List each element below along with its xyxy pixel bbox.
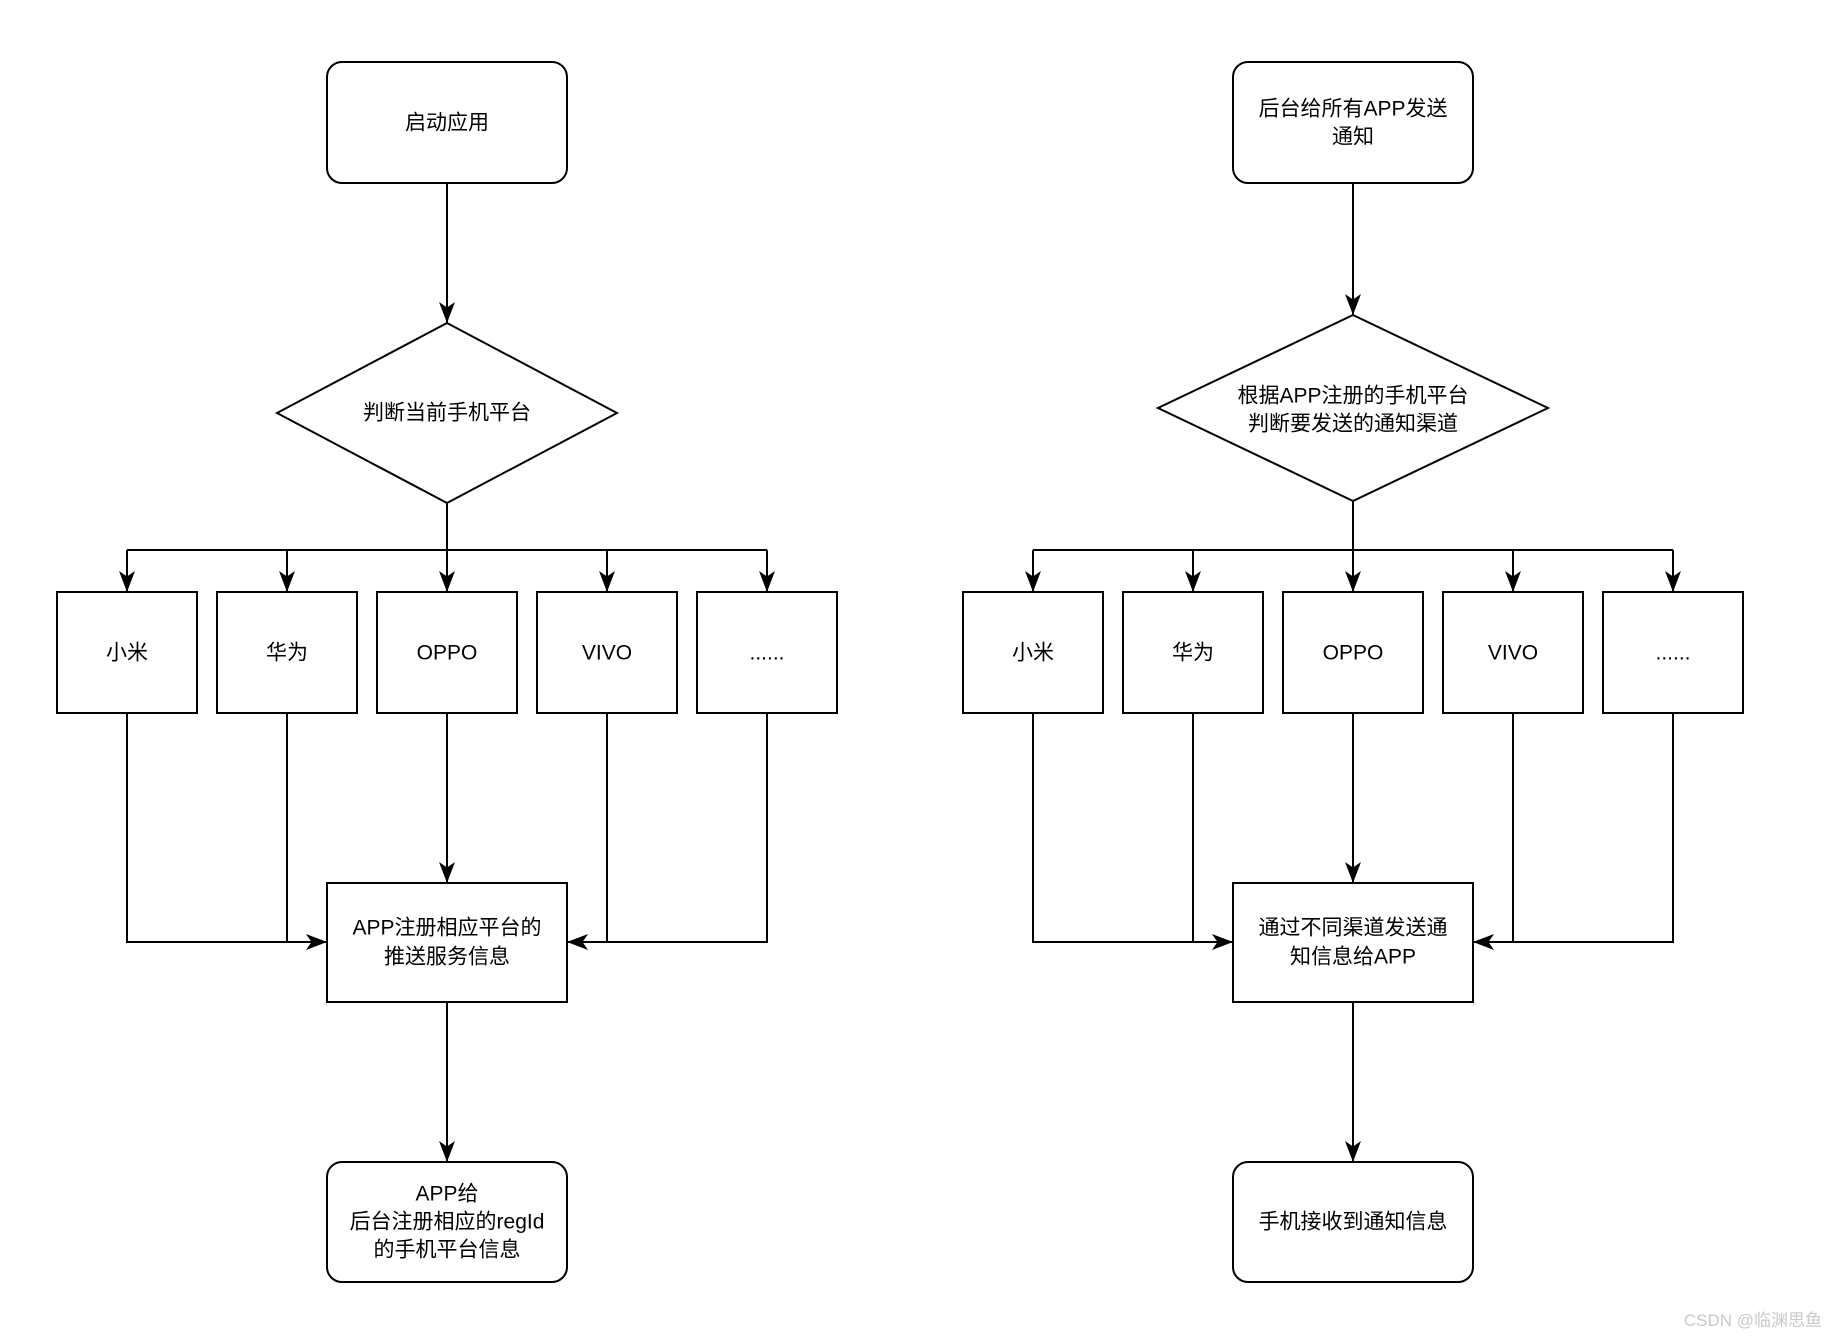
left-result-label-line2: 后台注册相应的regId <box>350 1211 545 1234</box>
left-platform-label-oppo: OPPO <box>417 642 478 665</box>
left-decision-label: 判断当前手机平台 <box>363 402 531 425</box>
right-decision-label-line1: 根据APP注册的手机平台 <box>1237 385 1468 408</box>
right-start-label-line2: 通知 <box>1332 126 1374 149</box>
right-platform-label-xiaomi: 小米 <box>1012 642 1054 665</box>
left-edge-xiaomi-to-register <box>126 713 327 950</box>
left-start-label: 启动应用 <box>405 112 489 135</box>
right-platform-label-huawei: 华为 <box>1172 642 1214 665</box>
left-edge-others-to-register <box>567 713 768 950</box>
right-receive-node <box>1232 1161 1474 1283</box>
right-start-node <box>1232 61 1474 184</box>
right-platform-label-vivo: VIVO <box>1488 642 1538 665</box>
left-flowchart: 启动应用 判断当前手机平台 小米 华为 OPPO VIVO ...... <box>56 61 838 1283</box>
csdn-watermark: CSDN @临渊思鱼 <box>1684 1311 1822 1330</box>
right-flowchart: 后台给所有APP发送 通知 根据APP注册的手机平台 判断要发送的通知渠道 小米… <box>962 61 1744 1283</box>
left-result-label-line1: APP给 <box>415 1183 478 1206</box>
left-result-label-line3: 的手机平台信息 <box>374 1239 521 1262</box>
right-send-label-line1: 通过不同渠道发送通 <box>1259 917 1448 940</box>
left-platform-box-oppo <box>376 591 518 714</box>
right-platform-label-others: ...... <box>1655 642 1690 665</box>
left-platform-label-others: ...... <box>749 642 784 665</box>
right-receive-label: 手机接收到通知信息 <box>1259 1211 1448 1234</box>
right-platform-label-oppo: OPPO <box>1323 642 1384 665</box>
left-platform-box-vivo <box>536 591 678 714</box>
right-platform-box-others <box>1602 591 1744 714</box>
right-edge-others-to-send <box>1473 713 1674 950</box>
left-register-node <box>326 882 568 1003</box>
left-platform-label-xiaomi: 小米 <box>106 642 148 665</box>
left-platform-box-xiaomi <box>56 591 198 714</box>
right-platform-box-huawei <box>1122 591 1264 714</box>
right-start-label-line1: 后台给所有APP发送 <box>1258 98 1447 121</box>
left-platform-label-vivo: VIVO <box>582 642 632 665</box>
right-platform-box-vivo <box>1442 591 1584 714</box>
right-platform-box-oppo <box>1282 591 1424 714</box>
right-decision-node <box>1155 313 1551 503</box>
right-send-label-line2: 知信息给APP <box>1290 946 1416 969</box>
right-send-node <box>1232 882 1474 1003</box>
left-platform-box-huawei <box>216 591 358 714</box>
left-result-node <box>326 1161 568 1283</box>
right-decision-label-line2: 判断要发送的通知渠道 <box>1248 413 1458 436</box>
left-platform-box-others <box>696 591 838 714</box>
left-register-label-line1: APP注册相应平台的 <box>352 917 541 940</box>
left-platform-label-huawei: 华为 <box>266 642 308 665</box>
right-platform-box-xiaomi <box>962 591 1104 714</box>
left-register-label-line2: 推送服务信息 <box>384 946 510 969</box>
right-edge-xiaomi-to-send <box>1032 713 1233 950</box>
